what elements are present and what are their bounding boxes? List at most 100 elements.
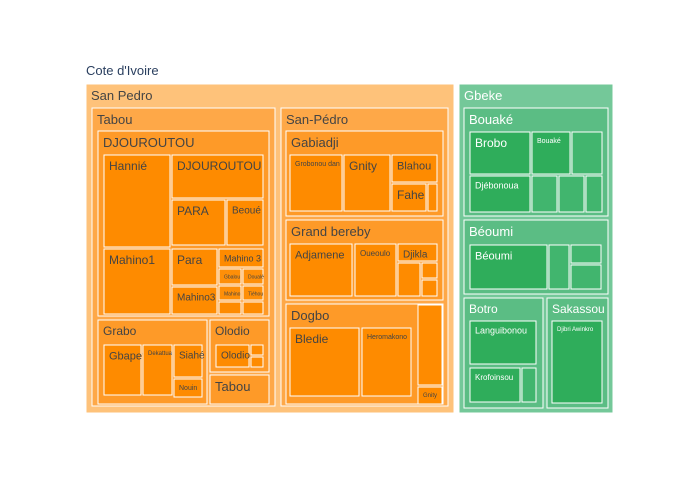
locality-tiehou-11[interactable]: Tiéhou	[242, 285, 264, 301]
locality-dekattua-box	[142, 344, 173, 396]
subprefecture-bouake[interactable]: Bouaké	[531, 131, 571, 175]
locality-siahe[interactable]: Siahé	[173, 344, 205, 378]
subprefecture-bouake-tile-2-box	[585, 175, 603, 213]
locality-para-5[interactable]: Para	[171, 248, 218, 286]
locality-para-5-box	[171, 248, 218, 286]
subprefecture-krofoinsou[interactable]: Krofoinsou	[469, 367, 521, 403]
locality-mahino-3-6[interactable]: Mahino 3	[218, 248, 264, 268]
locality-nouin-label: Nouin	[179, 385, 197, 392]
locality-nouin[interactable]: Nouin	[173, 378, 203, 398]
locality-dekattua-label: Dekattua	[148, 351, 173, 357]
locality-mahino1-4[interactable]: Mahino1	[103, 248, 171, 315]
locality-olodio-label: Olodio	[221, 351, 250, 362]
locality-mahino1-4-label: Mahino1	[109, 253, 155, 267]
locality-nimo-box	[250, 356, 264, 368]
subprefecture-djebonoua[interactable]: Djébonoua	[469, 175, 531, 213]
locality-djouroutou-1[interactable]: DJOUROUTOU	[171, 154, 264, 199]
locality-beoue-3[interactable]: Beoué	[226, 199, 264, 246]
subprefecture-tabou-box	[209, 374, 270, 405]
locality-gbalou-8[interactable]: Gbalou	[218, 268, 242, 285]
locality-nouin-box	[173, 378, 203, 398]
locality-tile-djouroutou-0-box	[218, 301, 242, 315]
locality-fahe-ga-label: Fahe	[397, 188, 425, 202]
locality-grand-bereby-5[interactable]	[421, 279, 438, 297]
locality-grand-bereby-3[interactable]	[397, 262, 421, 297]
department-bouake-label: Bouaké	[469, 112, 513, 127]
subprefecture-beoumi-tile-1[interactable]	[570, 244, 602, 264]
locality-fahe-ga[interactable]: Fahe	[391, 183, 427, 212]
locality-nimo[interactable]	[250, 356, 264, 368]
subprefecture-djibri-awinkro[interactable]: Djibri Awinkro	[551, 320, 603, 404]
locality-douale-9[interactable]: Doualé	[242, 268, 264, 285]
locality-grand-bereby-2-label: Djikla	[403, 250, 428, 261]
locality-gnity-ga-label: Gnity	[349, 159, 377, 173]
subprefecture-gabiadji-label: Gabiadji	[291, 135, 339, 150]
subprefecture-bouake-2[interactable]	[571, 131, 603, 175]
subprefecture-djebonoua-label: Djébonoua	[475, 181, 519, 191]
subprefecture-brobo[interactable]: Brobo	[469, 131, 531, 175]
subprefecture-djouroutou-label: DJOUROUTOU	[103, 135, 194, 150]
locality-grand-bereby-1[interactable]: Oueoulo	[354, 243, 397, 297]
locality-blahou-ga[interactable]: Blahou	[391, 154, 438, 183]
locality-dekattua[interactable]: Dekattua	[142, 344, 173, 396]
locality-douale-9-label: Doualé	[248, 274, 264, 280]
subprefecture-beoumi-tile-0[interactable]	[548, 244, 570, 290]
region-san-pedro-label: San Pedro	[91, 88, 152, 103]
department-sakassou-label: Sakassou	[552, 302, 605, 316]
locality-grand-bereby-1-box	[354, 243, 397, 297]
subprefecture-grabo-label: Grabo	[103, 324, 137, 338]
subprefecture-beoumi-label: Béoumi	[475, 250, 512, 262]
locality-tile-djouroutou-1[interactable]	[242, 301, 264, 315]
locality-gnity-dogbo[interactable]: Gnity	[417, 386, 443, 405]
locality-grand-bereby-0[interactable]: Adjamene	[289, 243, 353, 297]
locality-gnity-ga[interactable]: Gnity	[343, 154, 391, 212]
locality-blahou-ga-box	[391, 154, 438, 183]
locality-mahino3-7[interactable]: Mahino3	[171, 286, 218, 315]
subprefecture-krofoinsou-box	[469, 367, 521, 403]
subprefecture-grand-bereby-label: Grand bereby	[291, 224, 371, 239]
locality-para-2[interactable]: PARA	[171, 199, 226, 246]
subprefecture-beoumi-tile-2[interactable]	[570, 264, 602, 290]
locality-tiehou-11-box	[242, 285, 264, 301]
locality-grand-bereby-0-label: Adjamene	[295, 249, 345, 261]
locality-gabiadji-ga[interactable]	[427, 183, 438, 212]
locality-grobonou-dan-ga[interactable]: Grobonou dan	[289, 154, 343, 212]
locality-mahino-10-box	[218, 285, 242, 301]
subprefecture-tabou[interactable]: Tabou	[209, 374, 270, 405]
locality-bledie[interactable]: Bledie	[289, 327, 360, 397]
locality-olodio[interactable]: Olodio	[215, 344, 250, 368]
region-gbeke-label: Gbeke	[464, 88, 502, 103]
locality-olodio-box	[215, 344, 250, 368]
locality-grand-bereby-0-box	[289, 243, 353, 297]
subprefecture-bouake-tile-0-box	[531, 175, 558, 213]
locality-gabiadji-ga-box	[427, 183, 438, 212]
locality-siahe-box	[173, 344, 203, 378]
locality-grand-bereby-2[interactable]: Djikla	[397, 243, 438, 262]
subprefecture-bouake-tile-1[interactable]	[558, 175, 585, 213]
subprefecture-beoumi-tile-1-box	[570, 244, 602, 264]
locality-hannie-0-label: Hannié	[109, 159, 147, 173]
locality-tiehou-11-label: Tiéhou	[248, 291, 263, 297]
locality-gbapet[interactable]: Gbapet	[103, 344, 145, 396]
locality-grobonou-dan-ga-box	[289, 154, 343, 212]
locality-douale-9-box	[242, 268, 264, 285]
locality-dogbo-tall[interactable]	[417, 304, 443, 386]
subprefecture-languibonou-box	[469, 320, 537, 365]
department-beoumi-label: Béoumi	[469, 224, 513, 239]
locality-tile-djouroutou-0[interactable]	[218, 301, 242, 315]
subprefecture-languibonou[interactable]: Languibonou	[469, 320, 537, 365]
locality-siahe-label: Siahé	[179, 351, 205, 362]
subprefecture-beoumi[interactable]: Béoumi	[469, 244, 548, 290]
locality-grand-bereby-4[interactable]	[421, 262, 438, 279]
subprefecture-bouake-tile-2[interactable]	[585, 175, 603, 213]
locality-bledie-box	[289, 327, 360, 397]
locality-beoue-3-label: Beoué	[232, 206, 261, 217]
subprefecture-botro-tile[interactable]	[521, 367, 537, 403]
subprefecture-bouake-tile-0[interactable]	[531, 175, 558, 213]
subprefecture-botro-tile-box	[521, 367, 537, 403]
locality-mahino-10[interactable]: Mahino	[218, 285, 242, 301]
locality-kokou[interactable]	[250, 344, 264, 356]
locality-hannie-0[interactable]: Hannié	[103, 154, 171, 248]
locality-gnity-dogbo-label: Gnity	[423, 393, 437, 399]
locality-heromakono[interactable]: Heromakono	[361, 327, 412, 397]
